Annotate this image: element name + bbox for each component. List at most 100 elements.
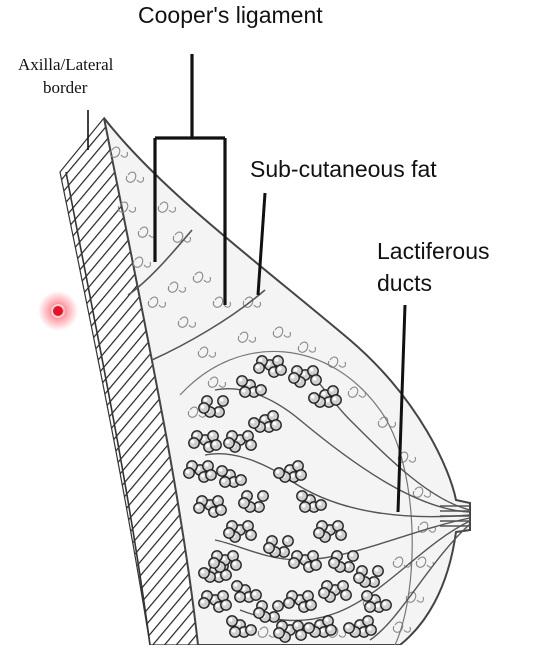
lobule-highlight [321, 629, 325, 633]
lobule-highlight [310, 368, 314, 372]
lobule-highlight [365, 618, 369, 622]
lobule-acinus [209, 558, 219, 568]
lobule-highlight [357, 622, 361, 626]
lobule-highlight [275, 358, 279, 362]
lobule-acinus [230, 627, 240, 637]
lobule-highlight [229, 618, 233, 622]
lobule-highlight [294, 368, 298, 372]
lobule-acinus [231, 560, 241, 570]
lobule-highlight [246, 594, 250, 598]
lobule-acinus [341, 590, 351, 600]
lobule-acinus [381, 600, 391, 610]
lobule-highlight [375, 568, 379, 572]
lobule-acinus [232, 581, 242, 591]
lobule-highlight [208, 472, 212, 476]
lobule-highlight [302, 504, 306, 508]
lobule-highlight [343, 592, 347, 596]
lobule-highlight [229, 523, 233, 527]
lobule-highlight [278, 367, 282, 371]
lobule-acinus [283, 536, 293, 546]
lobule-highlight [346, 564, 350, 568]
lobule-highlight [270, 413, 274, 417]
lobule-acinus [331, 395, 341, 405]
lobule-acinus [254, 608, 264, 618]
lobule-highlight [271, 614, 275, 618]
pointer-dot [52, 305, 64, 317]
lobule-highlight [322, 392, 326, 396]
lobule-highlight [213, 442, 217, 446]
lobule-highlight [238, 477, 242, 481]
lobule-acinus [326, 625, 336, 635]
lobule-highlight [286, 600, 290, 604]
lobule-highlight [204, 398, 208, 402]
lobule-highlight [223, 572, 227, 576]
lobule-highlight [262, 417, 266, 421]
lobule-acinus [274, 628, 284, 638]
lobule-highlight [204, 593, 208, 597]
lobule-acinus [240, 387, 250, 397]
lobule-highlight [330, 388, 334, 392]
lobule-acinus [224, 528, 234, 538]
coopers-ligament-label: Cooper's ligament [138, 2, 323, 29]
lobule-highlight [299, 493, 303, 497]
lobule-highlight [222, 479, 226, 483]
lobule-highlight [242, 389, 246, 393]
lobule-highlight [253, 592, 257, 596]
lobule-acinus [246, 625, 256, 635]
lobule-acinus [217, 466, 227, 476]
lobule-highlight [368, 627, 372, 631]
lobule-highlight [291, 474, 295, 478]
lobule-highlight [234, 583, 238, 587]
lobule-highlight [196, 505, 200, 509]
lobule-highlight [371, 579, 375, 583]
lobule-acinus [289, 373, 299, 383]
lobule-highlight [218, 507, 222, 511]
lobule-highlight [256, 365, 260, 369]
lobule-highlight [326, 399, 330, 403]
lobule-highlight [285, 538, 289, 542]
lobule-acinus [271, 420, 281, 430]
lobule-acinus [344, 623, 354, 633]
lobule-highlight [241, 629, 245, 633]
lobule-acinus [239, 498, 249, 508]
lobule-highlight [231, 479, 235, 483]
lobule-acinus [189, 438, 199, 448]
lobule-highlight [230, 553, 234, 557]
lobule-highlight [258, 387, 262, 391]
lobule-acinus [314, 528, 324, 538]
lobule-highlight [321, 590, 325, 594]
lobule-highlight [346, 625, 350, 629]
lobule-highlight [364, 593, 368, 597]
lobule-highlight [201, 570, 205, 574]
lobule-highlight [266, 424, 270, 428]
lobule-highlight [334, 553, 338, 557]
lobule-highlight [211, 560, 215, 564]
lobule-highlight [305, 593, 309, 597]
lobule-acinus [274, 468, 284, 478]
lobule-acinus [311, 375, 321, 385]
lobule-acinus [227, 616, 237, 626]
lobule-highlight [313, 377, 317, 381]
lobule-highlight [206, 444, 210, 448]
lobule-highlight [350, 553, 354, 557]
axilla-label-line1: Axilla/Lateral [18, 54, 113, 75]
lobule-acinus [336, 530, 346, 540]
lobule-acinus [221, 600, 231, 610]
lobule-acinus [373, 566, 383, 576]
lobule-highlight [266, 545, 270, 549]
lobule-highlight [298, 472, 302, 476]
lobule-highlight [289, 593, 293, 597]
lobule-highlight [338, 532, 342, 536]
lobule-acinus [366, 625, 376, 635]
lobule-highlight [241, 500, 245, 504]
lobule-acinus [316, 500, 326, 510]
lobule-highlight [269, 538, 273, 542]
lobule-acinus [297, 491, 307, 501]
lobule-highlight [215, 498, 219, 502]
lobule-highlight [298, 632, 302, 636]
lobule-highlight [325, 618, 329, 622]
lobule-highlight [287, 467, 291, 471]
lobule-acinus [296, 470, 306, 480]
lobule-acinus [311, 560, 321, 570]
lobule-highlight [316, 530, 320, 534]
